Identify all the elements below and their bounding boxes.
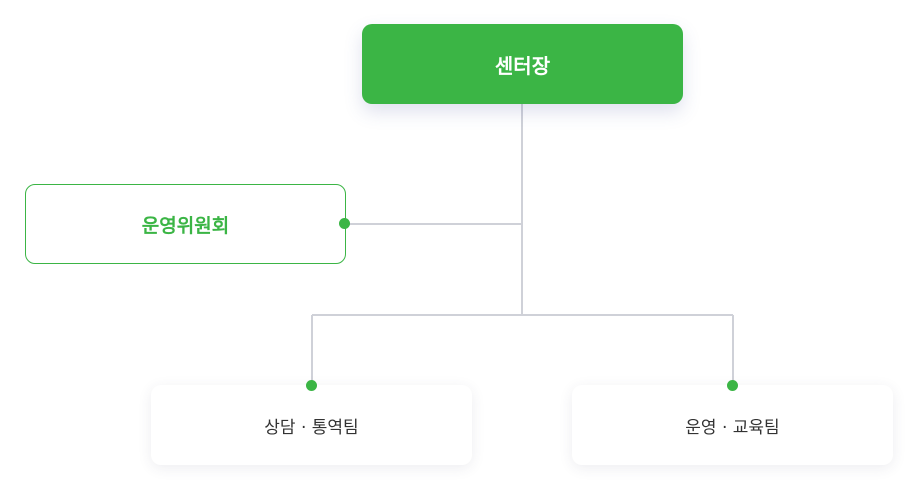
- node-operating-committee: 운영위원회: [25, 184, 346, 264]
- node-counseling-interpretation-team-label: 상담 · 통역팀: [264, 417, 359, 438]
- connector-dot-committee: [339, 218, 350, 229]
- connector-dot-education-team: [727, 380, 738, 391]
- node-operation-education-team-label: 운영 · 교육팀: [685, 417, 780, 438]
- node-center-director: 센터장: [362, 24, 683, 104]
- node-operation-education-team: 운영 · 교육팀: [572, 385, 893, 465]
- node-center-director-label: 센터장: [494, 53, 551, 78]
- node-counseling-interpretation-team: 상담 · 통역팀: [151, 385, 472, 465]
- node-operating-committee-label: 운영위원회: [141, 214, 230, 237]
- connector-dot-counseling-team: [306, 380, 317, 391]
